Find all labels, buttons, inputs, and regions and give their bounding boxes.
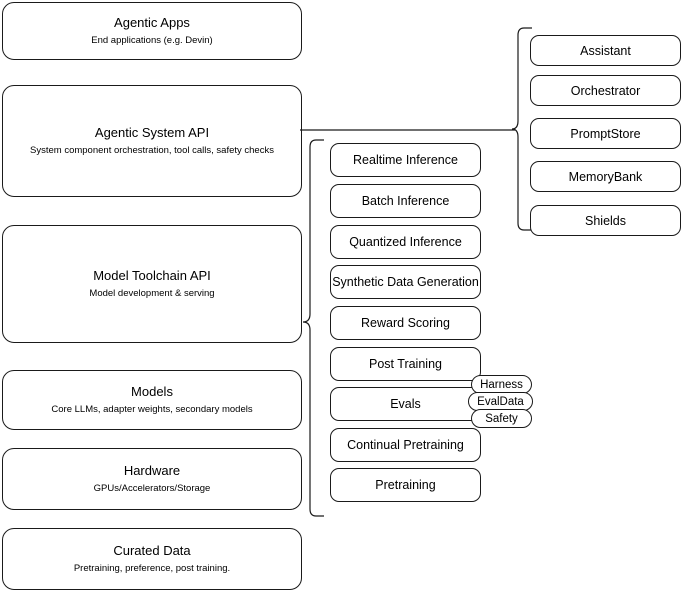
layer-subtitle: Pretraining, preference, post training. xyxy=(73,563,231,574)
system-label: PromptStore xyxy=(570,126,641,141)
layer-title: Curated Data xyxy=(113,543,191,558)
layer-subtitle: Core LLMs, adapter weights, secondary mo… xyxy=(51,404,253,415)
layer-subtitle: GPUs/Accelerators/Storage xyxy=(93,483,211,494)
toolchain-box-evals[interactable]: Evals xyxy=(330,387,481,421)
toolchain-box-batch-inference[interactable]: Batch Inference xyxy=(330,184,481,218)
layer-box-hardware[interactable]: Hardware GPUs/Accelerators/Storage xyxy=(2,448,302,510)
layer-subtitle: System component orchestration, tool cal… xyxy=(30,145,274,156)
system-label: Assistant xyxy=(580,43,631,58)
layer-box-models[interactable]: Models Core LLMs, adapter weights, secon… xyxy=(2,370,302,430)
eval-badge-label: Safety xyxy=(485,412,518,425)
toolchain-box-continual-pretraining[interactable]: Continual Pretraining xyxy=(330,428,481,462)
toolchain-label: Pretraining xyxy=(375,478,436,492)
bracket-toolchain-components xyxy=(302,139,324,517)
layer-title: Models xyxy=(131,384,173,399)
toolchain-box-reward-scoring[interactable]: Reward Scoring xyxy=(330,306,481,340)
system-box-orchestrator[interactable]: Orchestrator xyxy=(530,75,681,106)
eval-badge-label: Harness xyxy=(480,378,523,391)
toolchain-label: Batch Inference xyxy=(361,194,450,208)
toolchain-box-post-training[interactable]: Post Training xyxy=(330,347,481,381)
toolchain-label: Quantized Inference xyxy=(349,235,462,249)
connector-system-api-to-components xyxy=(300,129,515,131)
layer-subtitle: End applications (e.g. Devin) xyxy=(91,35,213,46)
toolchain-label: Continual Pretraining xyxy=(347,438,464,452)
toolchain-label: Realtime Inference xyxy=(353,153,458,167)
toolchain-label: Evals xyxy=(390,397,421,411)
toolchain-box-synthetic-data-generation[interactable]: Synthetic Data Generation xyxy=(330,265,481,299)
toolchain-label: Post Training xyxy=(369,357,442,371)
layer-title: Agentic System API xyxy=(94,125,210,140)
layer-box-model-toolchain-api[interactable]: Model Toolchain API Model development & … xyxy=(2,225,302,343)
system-box-memorybank[interactable]: MemoryBank xyxy=(530,161,681,192)
layer-title: Hardware xyxy=(123,463,181,478)
system-box-promptstore[interactable]: PromptStore xyxy=(530,118,681,149)
system-label: Orchestrator xyxy=(570,83,641,98)
eval-badge-safety[interactable]: Safety xyxy=(471,409,532,428)
toolchain-box-realtime-inference[interactable]: Realtime Inference xyxy=(330,143,481,177)
layer-subtitle: Model development & serving xyxy=(89,288,215,299)
layer-title: Model Toolchain API xyxy=(93,268,211,283)
system-box-assistant[interactable]: Assistant xyxy=(530,35,681,66)
toolchain-box-pretraining[interactable]: Pretraining xyxy=(330,468,481,502)
layer-box-agentic-apps[interactable]: Agentic Apps End applications (e.g. Devi… xyxy=(2,2,302,60)
system-box-shields[interactable]: Shields xyxy=(530,205,681,236)
system-label: MemoryBank xyxy=(568,169,643,184)
toolchain-label: Reward Scoring xyxy=(361,316,450,330)
layer-box-agentic-system-api[interactable]: Agentic System API System component orch… xyxy=(2,85,302,197)
system-label: Shields xyxy=(585,213,626,228)
eval-badge-label: EvalData xyxy=(477,395,524,408)
eval-badge-evaldata[interactable]: EvalData xyxy=(468,392,533,411)
toolchain-box-quantized-inference[interactable]: Quantized Inference xyxy=(330,225,481,259)
toolchain-label: Synthetic Data Generation xyxy=(332,275,479,289)
layer-title: Agentic Apps xyxy=(114,15,190,30)
layer-box-curated-data[interactable]: Curated Data Pretraining, preference, po… xyxy=(2,528,302,590)
